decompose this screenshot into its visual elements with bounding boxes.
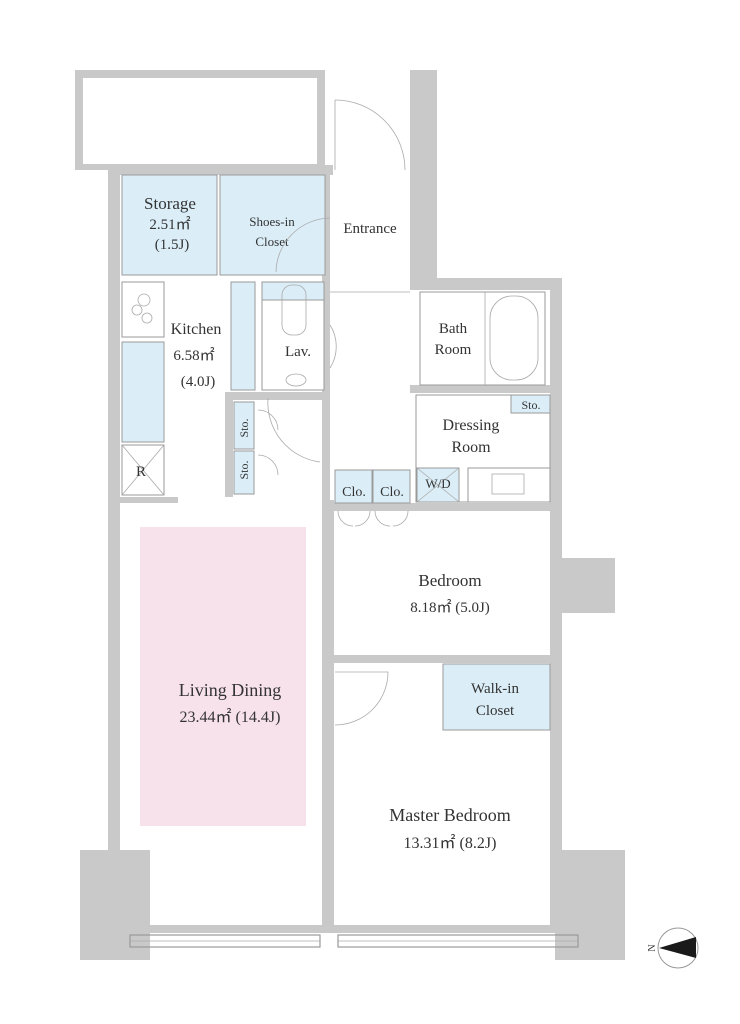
kitchen-area: 6.58㎡ (173, 347, 214, 364)
dressing-label-2: Room (451, 439, 491, 456)
clo-label-a: Clo. (342, 485, 366, 500)
walls (80, 70, 625, 960)
clo-label-b: Clo. (380, 485, 404, 500)
entrance-label: Entrance (343, 221, 397, 237)
cabinet-strip (230, 281, 256, 391)
entrance-door[interactable] (334, 99, 406, 171)
storage-cabinet-a (233, 401, 255, 450)
closet-a (334, 469, 373, 504)
living-label: Living Dining (179, 680, 282, 700)
master-door[interactable] (334, 671, 389, 726)
balcony-top (75, 70, 325, 170)
storage-room (121, 174, 218, 276)
sto-label-a: Sto. (237, 418, 251, 437)
windows (129, 934, 579, 948)
sto-small-label: Sto. (521, 398, 540, 412)
compass-north-label: N (647, 944, 658, 951)
walkin-label-2: Closet (476, 703, 515, 719)
bedroom-label: Bedroom (418, 571, 481, 590)
storage-tatami: (1.5J) (155, 237, 190, 253)
lav-door[interactable] (329, 324, 337, 369)
compass-icon: N (647, 927, 699, 969)
bath-room (419, 291, 546, 386)
door-swing (275, 217, 331, 273)
storage-area: 2.51㎡ (149, 216, 190, 233)
kitchen-counter (121, 281, 165, 496)
storage-cabinet-b (233, 450, 255, 495)
shoes-closet-label-1: Shoes-in (249, 214, 295, 229)
bath-label-2: Room (435, 342, 472, 358)
living-area: 23.44㎡ (14.4J) (180, 708, 281, 726)
bath-label-1: Bath (439, 321, 468, 337)
walk-in-closet (442, 663, 551, 731)
bedroom-area: 8.18㎡ (5.0J) (410, 599, 490, 616)
master-bedroom-label: Master Bedroom (389, 805, 510, 825)
kitchen-tatami: (4.0J) (181, 374, 216, 390)
master-bedroom-area: 13.31㎡ (8.2J) (404, 834, 497, 852)
closet-b (372, 469, 411, 504)
dressing-label-1: Dressing (443, 417, 500, 434)
sto-small (510, 394, 551, 414)
storage-label: Storage (144, 194, 196, 213)
sto-label-b: Sto. (237, 460, 251, 479)
walkin-label-1: Walk-in (471, 681, 519, 697)
shoes-in-closet (219, 174, 326, 276)
wd-label: W/D (425, 476, 450, 491)
shoes-closet-label-2: Closet (255, 234, 289, 249)
living-dining-area (140, 527, 306, 826)
lav-label: Lav. (285, 344, 311, 360)
refrigerator-label: R (136, 464, 146, 480)
kitchen-label: Kitchen (171, 321, 222, 338)
